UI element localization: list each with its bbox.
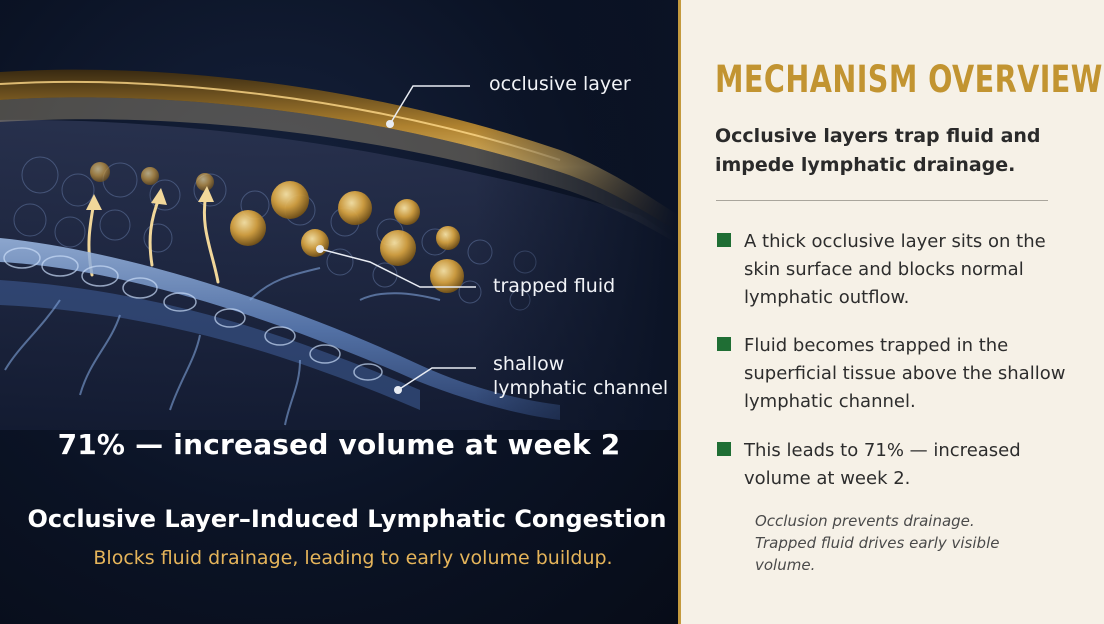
- lymphatic-channel-label-line2: lymphatic channel: [493, 377, 669, 399]
- figure-title: Occlusive Layer–Induced Lymphatic Conges…: [27, 505, 667, 533]
- bullet-text: A thick occlusive layer sits on the skin…: [744, 231, 1046, 308]
- section-divider: [716, 200, 1048, 201]
- figure-subtitle: Blocks fluid drainage, leading to early …: [93, 547, 613, 569]
- trapped-fluid-label: trapped fluid: [493, 275, 616, 297]
- bullet-marker: [717, 337, 731, 351]
- stat-headline: 71% — increased volume at week 2: [57, 428, 621, 461]
- bullet-text: Fluid becomes trapped in the superficial…: [744, 335, 1066, 412]
- lymphatic-channel-label-line1: shallow: [493, 353, 565, 375]
- overview-panel: MECHANISM OVERVIEW Occlusive layers trap…: [681, 0, 1104, 624]
- tissue-cross-section-illustration: [0, 0, 678, 430]
- occlusive-layer-label: occlusive layer: [489, 73, 631, 95]
- bullet-text: This leads to 71% — increased volume at …: [744, 440, 1021, 489]
- bullet-marker: [717, 442, 731, 456]
- summary-note: Occlusion prevents drainage. Trapped flu…: [755, 512, 1000, 574]
- overview-summary: Occlusive layers trap fluid and impede l…: [715, 125, 1041, 176]
- illustration-panel: occlusive layer trapped fluid shallow ly…: [0, 0, 678, 624]
- overview-heading: MECHANISM OVERVIEW: [715, 58, 1103, 101]
- panel-divider: [678, 0, 681, 624]
- bullet-marker: [717, 233, 731, 247]
